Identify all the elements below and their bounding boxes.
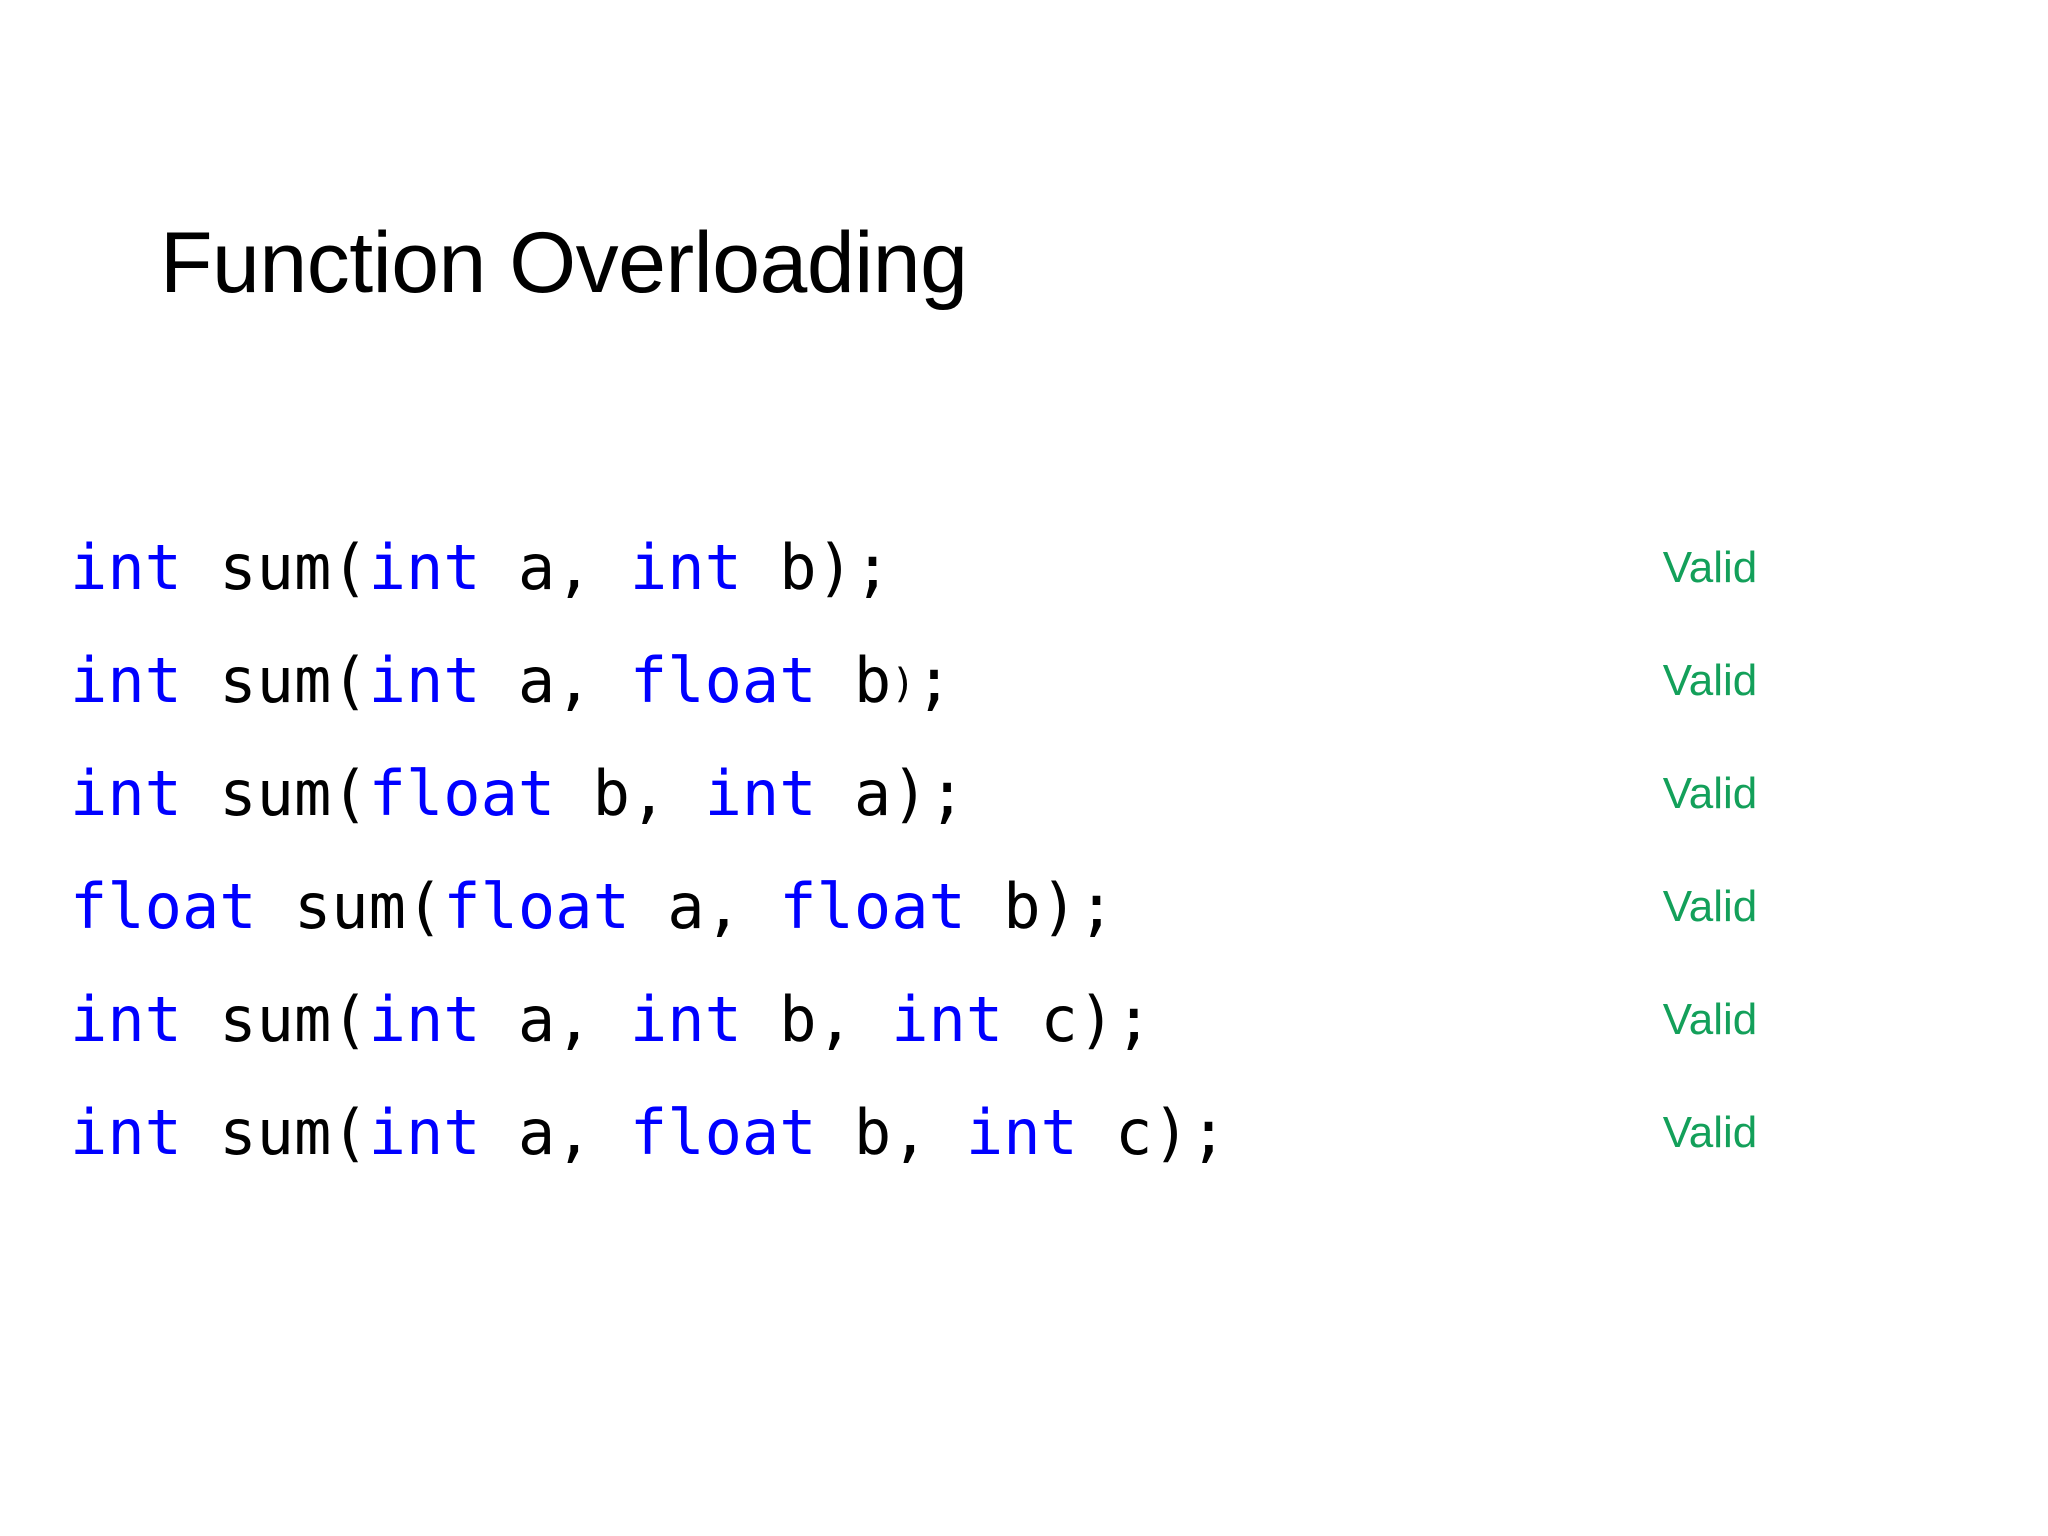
- page-title: Function Overloading: [160, 214, 968, 311]
- code-text: c);: [1077, 1096, 1228, 1169]
- code-text: sum(: [256, 870, 444, 943]
- code-text: ;: [915, 644, 953, 717]
- table-row: int sum(int a, float b, int c);Valid: [0, 1085, 2048, 1181]
- code-text: b,: [741, 983, 892, 1056]
- code-text: sum(: [181, 644, 369, 717]
- code-text: a);: [816, 757, 966, 830]
- code-keyword: int: [70, 644, 182, 717]
- code-text: sum(: [181, 531, 369, 604]
- code-keyword: int: [965, 1096, 1078, 1169]
- function-signature: int sum(int a, int b, int c);: [70, 972, 1153, 1068]
- function-signature: int sum(float b, int a);: [70, 746, 966, 842]
- function-signature: float sum(float a, float b);: [70, 859, 1115, 955]
- code-text: ): [891, 661, 916, 707]
- status-badge: Valid: [1662, 543, 1758, 592]
- status-badge: Valid: [1662, 995, 1758, 1044]
- code-keyword: int: [368, 983, 481, 1056]
- function-signature: int sum(int a, int b);: [70, 520, 891, 616]
- code-keyword: float: [779, 870, 966, 943]
- code-keyword: float: [368, 757, 556, 830]
- code-text: b: [816, 644, 892, 717]
- table-row: int sum(int a, float b); Valid: [0, 633, 2048, 729]
- code-keyword: int: [70, 983, 182, 1056]
- code-keyword: float: [629, 644, 817, 717]
- code-text: c);: [1003, 983, 1153, 1056]
- code-keyword: int: [368, 531, 481, 604]
- code-keyword: int: [70, 757, 182, 830]
- table-row: float sum(float a, float b);Valid: [0, 859, 2048, 955]
- status-badge: Valid: [1662, 656, 1758, 705]
- code-text: b,: [816, 1096, 966, 1169]
- code-keyword: float: [443, 870, 630, 943]
- code-keyword: float: [70, 870, 257, 943]
- code-text: sum(: [181, 983, 369, 1056]
- code-text: a,: [480, 531, 630, 604]
- table-row: int sum(int a, int b);Valid: [0, 520, 2048, 616]
- code-keyword: int: [704, 757, 817, 830]
- function-signature: int sum(int a, float b);: [70, 633, 953, 729]
- status-badge: Valid: [1662, 769, 1758, 818]
- code-keyword: int: [368, 1096, 481, 1169]
- code-text: a,: [480, 644, 630, 717]
- code-text: a,: [480, 1096, 630, 1169]
- code-text: b);: [965, 870, 1116, 943]
- code-keyword: int: [368, 644, 481, 717]
- code-text: b,: [555, 757, 705, 830]
- table-row: int sum(float b, int a); Valid: [0, 746, 2048, 842]
- code-keyword: int: [70, 531, 182, 604]
- code-keyword: float: [629, 1096, 817, 1169]
- code-keyword: int: [891, 983, 1004, 1056]
- code-keyword: int: [70, 1096, 182, 1169]
- code-text: a,: [480, 983, 630, 1056]
- code-keyword: int: [629, 983, 742, 1056]
- function-signature: int sum(int a, float b, int c);: [70, 1085, 1227, 1181]
- code-text: sum(: [181, 1096, 369, 1169]
- status-badge: Valid: [1662, 882, 1758, 931]
- code-keyword: int: [629, 531, 742, 604]
- table-row: int sum(int a, int b, int c);Valid: [0, 972, 2048, 1068]
- code-text: sum(: [181, 757, 369, 830]
- code-text: b);: [741, 531, 892, 604]
- status-badge: Valid: [1662, 1108, 1758, 1157]
- code-text: a,: [629, 870, 780, 943]
